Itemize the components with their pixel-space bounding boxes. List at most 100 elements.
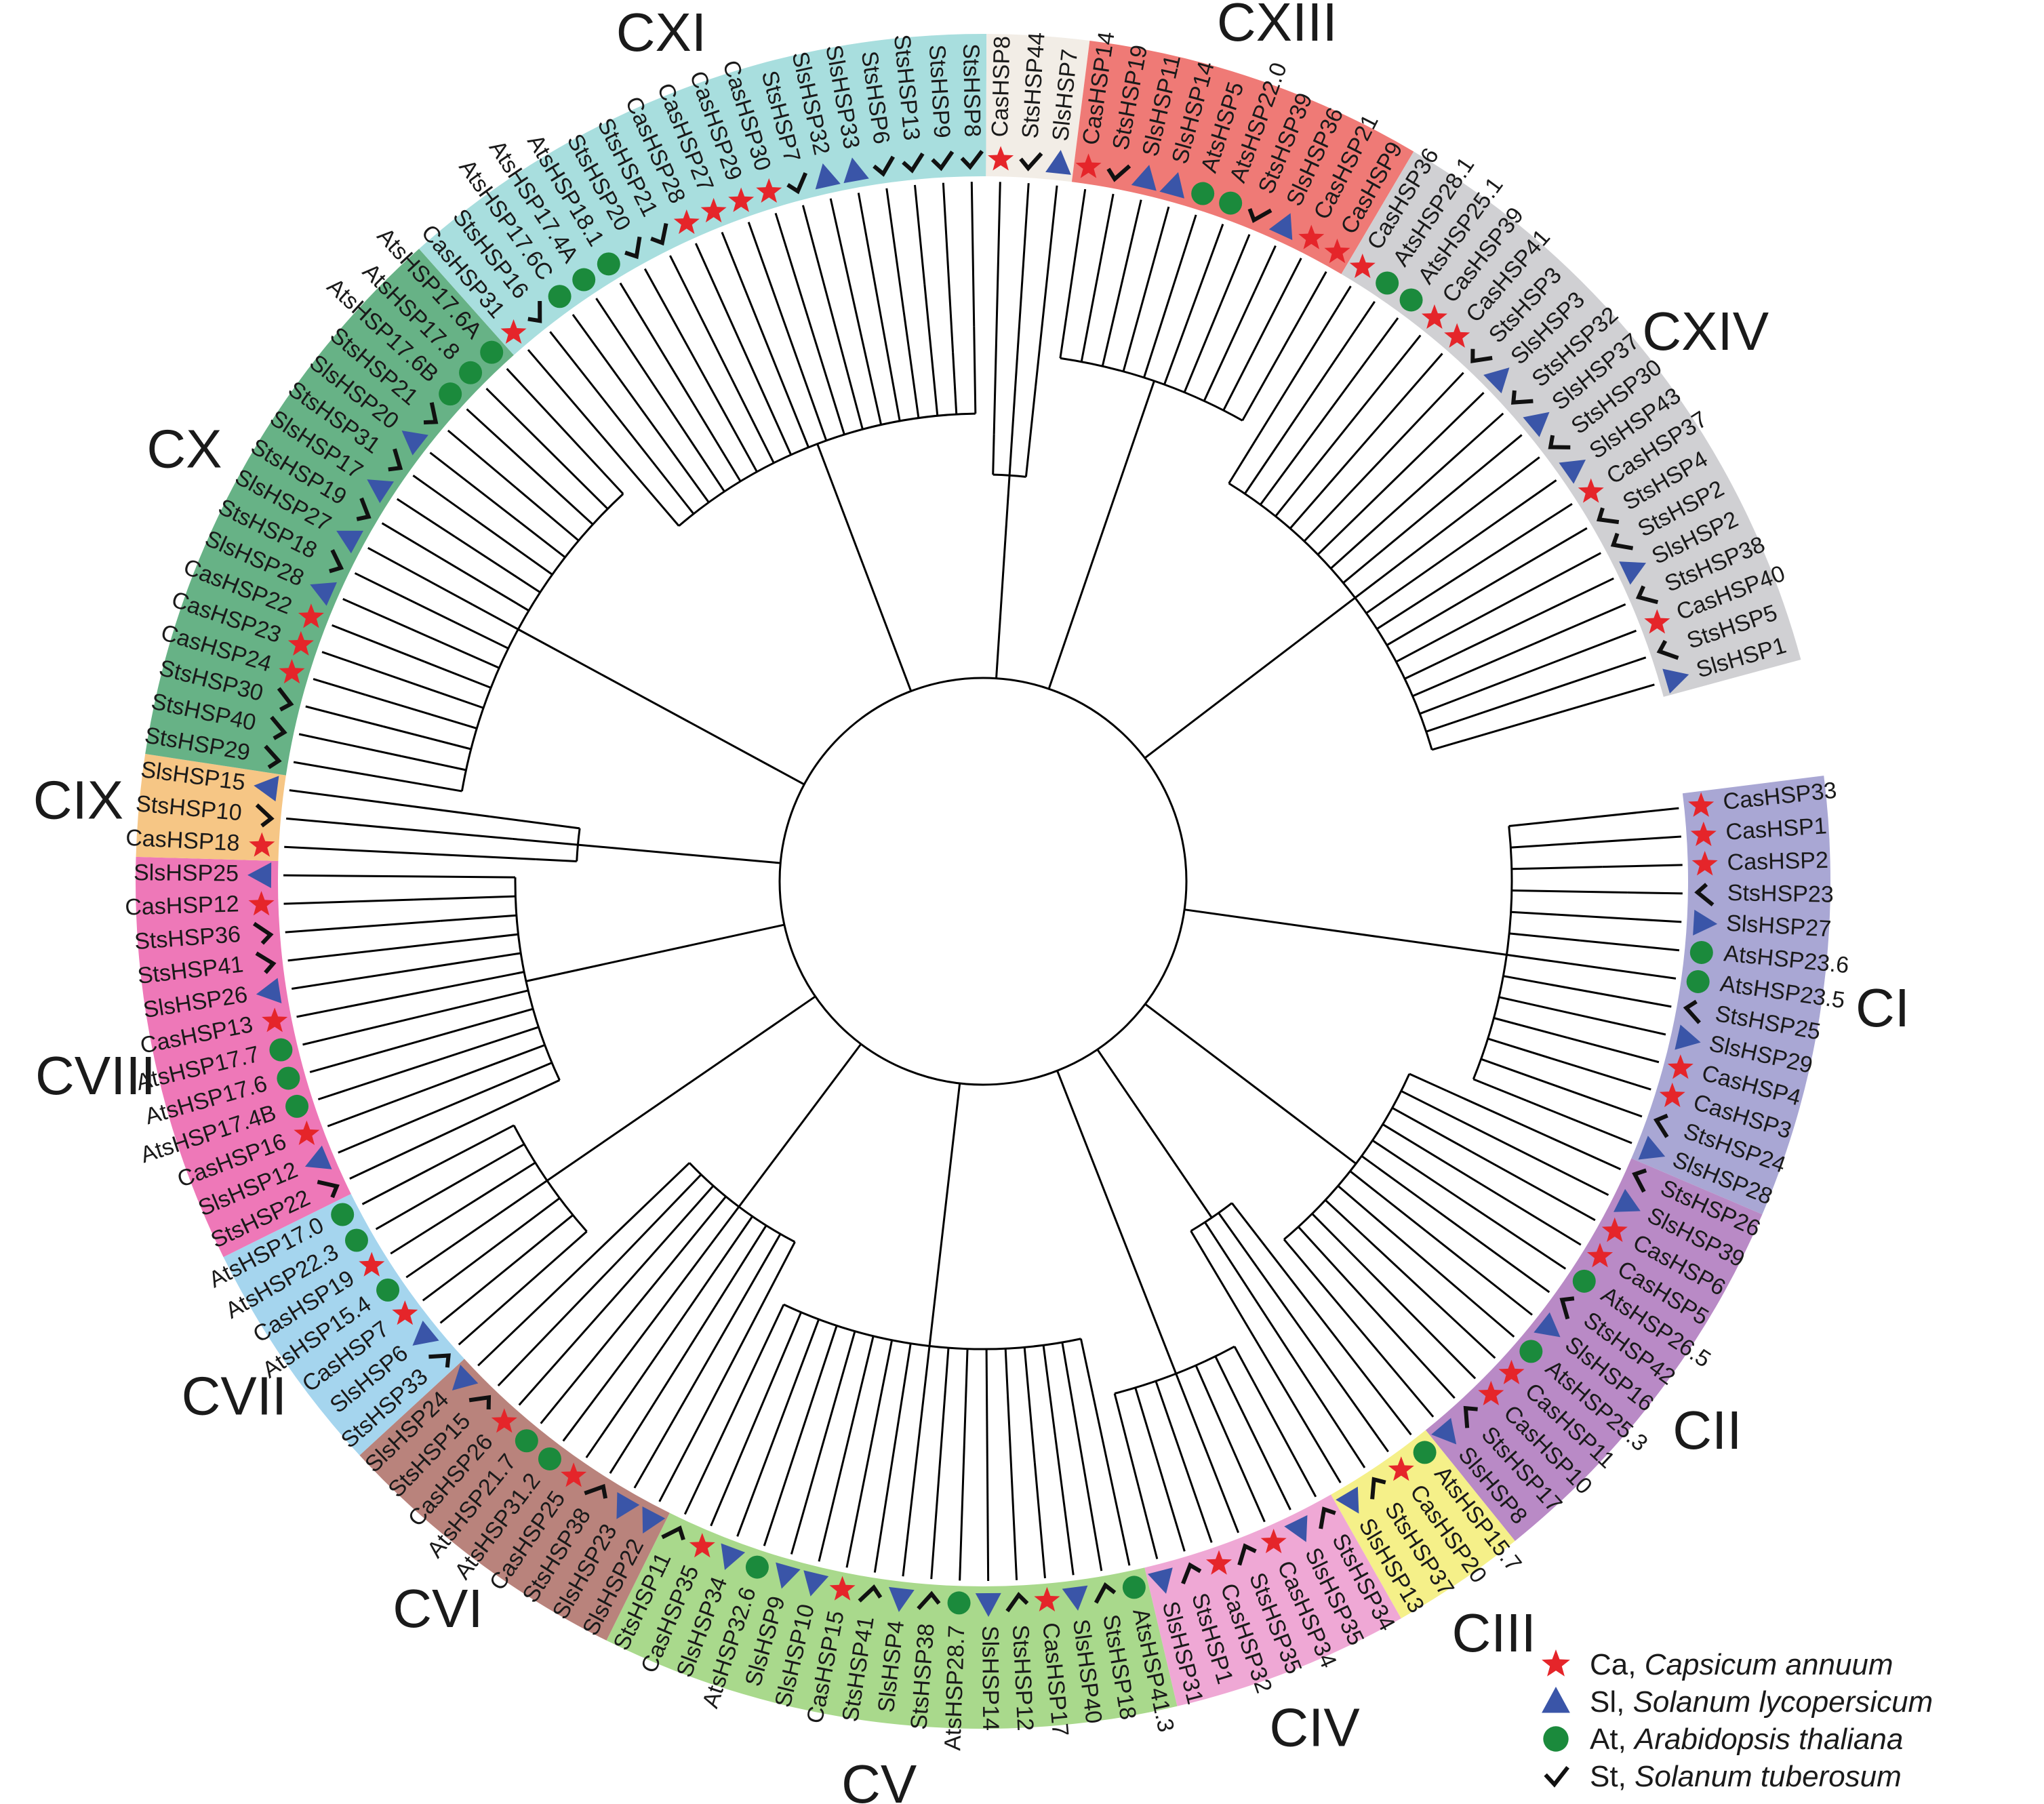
leaf-branch bbox=[902, 311, 920, 418]
star-icon bbox=[1075, 153, 1102, 178]
leaf-branch bbox=[828, 306, 864, 430]
leaf-branch bbox=[1365, 554, 1451, 614]
circle-icon bbox=[269, 1038, 293, 1062]
star-icon bbox=[673, 209, 700, 235]
check-icon bbox=[1237, 1543, 1257, 1566]
leaf-branch bbox=[780, 1319, 820, 1420]
leaf-branch bbox=[680, 1195, 727, 1253]
check-icon bbox=[277, 687, 294, 712]
leaf-branch bbox=[884, 340, 901, 422]
leaf-branch bbox=[289, 789, 490, 818]
triangle-icon bbox=[452, 1365, 479, 1390]
leaf-branch bbox=[1241, 353, 1281, 422]
clade-sector-cii bbox=[1425, 1158, 1763, 1541]
leaf-branch bbox=[790, 1385, 841, 1555]
leaf-branch bbox=[512, 837, 578, 846]
check-icon bbox=[270, 715, 287, 740]
legend-label: Sl, Solanum lycopersicum bbox=[1590, 1685, 1933, 1719]
leaf-branch bbox=[466, 933, 519, 942]
triangle-icon bbox=[721, 1543, 746, 1570]
leaf-branch bbox=[1362, 1234, 1496, 1359]
leaf-branch bbox=[1337, 1185, 1431, 1266]
circle-icon bbox=[745, 1555, 769, 1579]
check-icon bbox=[329, 548, 344, 574]
leaf-branch bbox=[1549, 807, 1679, 823]
star-icon bbox=[1578, 478, 1604, 503]
leaf-branch bbox=[1508, 656, 1647, 705]
leaf-branch bbox=[321, 651, 441, 694]
clade-stem bbox=[995, 475, 1011, 679]
star-icon bbox=[561, 1462, 587, 1487]
check-icon bbox=[1181, 1562, 1202, 1585]
leaf-branch bbox=[729, 376, 775, 464]
leaf-branch bbox=[959, 1445, 965, 1581]
circle-icon bbox=[1122, 1576, 1146, 1599]
leaf-branch bbox=[1203, 290, 1256, 402]
leaf-branch bbox=[1449, 479, 1557, 556]
leaf-branch bbox=[1281, 300, 1376, 440]
leaf-branch bbox=[1445, 1089, 1622, 1171]
star-icon bbox=[756, 178, 782, 203]
leaf-branch bbox=[1540, 683, 1655, 719]
leaf-branch bbox=[1253, 1382, 1317, 1498]
triangle-icon bbox=[336, 530, 363, 554]
leaf-branch bbox=[522, 1079, 561, 1099]
leaf-branch bbox=[293, 761, 422, 786]
leaf-branch bbox=[993, 182, 1001, 435]
leaf-branch bbox=[390, 1186, 497, 1255]
leaf-branch bbox=[595, 298, 662, 396]
star-icon bbox=[988, 146, 1014, 171]
leaf-branch bbox=[710, 1206, 740, 1245]
leaf-branch bbox=[298, 733, 402, 757]
leaf-branch bbox=[942, 182, 955, 353]
leaf-branch bbox=[349, 1096, 523, 1180]
leaf-branch bbox=[1584, 1068, 1651, 1091]
leaf-branch bbox=[710, 1433, 751, 1527]
leaf-branch bbox=[428, 1124, 515, 1171]
leaf-branch bbox=[1289, 493, 1321, 529]
leaf-branch bbox=[1412, 643, 1535, 698]
check-icon bbox=[317, 1180, 340, 1199]
leaf-branch bbox=[424, 660, 492, 689]
leaf-branch bbox=[572, 314, 657, 430]
triangle-icon bbox=[803, 1570, 829, 1597]
leaf-branch bbox=[1342, 549, 1384, 584]
leaf-branch bbox=[405, 1245, 452, 1279]
leaf-branch bbox=[458, 989, 529, 1009]
leaf-branch bbox=[1113, 1393, 1140, 1487]
triangle-icon bbox=[1559, 459, 1586, 484]
star-icon bbox=[500, 319, 527, 344]
leaf-branch bbox=[845, 1439, 873, 1568]
leaf-branch bbox=[1222, 363, 1248, 411]
triangle-icon bbox=[975, 1592, 1001, 1617]
leaf-branch bbox=[1426, 702, 1510, 733]
leaf-branch bbox=[1092, 193, 1115, 298]
leaf-labels: CasHSP33CasHSP1CasHSP2StsHSP23SlsHSP27At… bbox=[125, 30, 1850, 1751]
leaf-branch bbox=[1204, 1222, 1256, 1299]
leaf-branch bbox=[580, 447, 624, 495]
star-icon bbox=[1205, 1550, 1233, 1575]
check-icon bbox=[1319, 1506, 1336, 1529]
star-icon bbox=[1690, 821, 1717, 847]
clade-arc bbox=[993, 473, 1026, 478]
leaf-branch bbox=[1567, 1037, 1660, 1064]
leaf-branch bbox=[410, 628, 500, 669]
leaf-branch bbox=[313, 678, 367, 696]
legend-item-ca: Ca, Capsicum annuum bbox=[1542, 1648, 1893, 1681]
leaf-branch bbox=[1481, 1183, 1582, 1246]
leaf-branch bbox=[1079, 1338, 1091, 1379]
check-icon bbox=[428, 1353, 451, 1368]
circle-icon bbox=[1219, 191, 1243, 215]
leaf-branch bbox=[963, 1348, 969, 1445]
leaf-branch bbox=[609, 1302, 719, 1474]
leaf-branch bbox=[342, 598, 412, 630]
leaf-branch bbox=[1468, 552, 1602, 624]
leaf-branch bbox=[1506, 953, 1603, 969]
leaf-branch bbox=[930, 1468, 941, 1580]
leaf-branch bbox=[1347, 334, 1422, 427]
leaf-branch bbox=[375, 1178, 463, 1230]
leaf-branch bbox=[519, 521, 566, 559]
leaf-branch bbox=[1143, 333, 1159, 378]
leaf-branch bbox=[327, 1076, 460, 1127]
